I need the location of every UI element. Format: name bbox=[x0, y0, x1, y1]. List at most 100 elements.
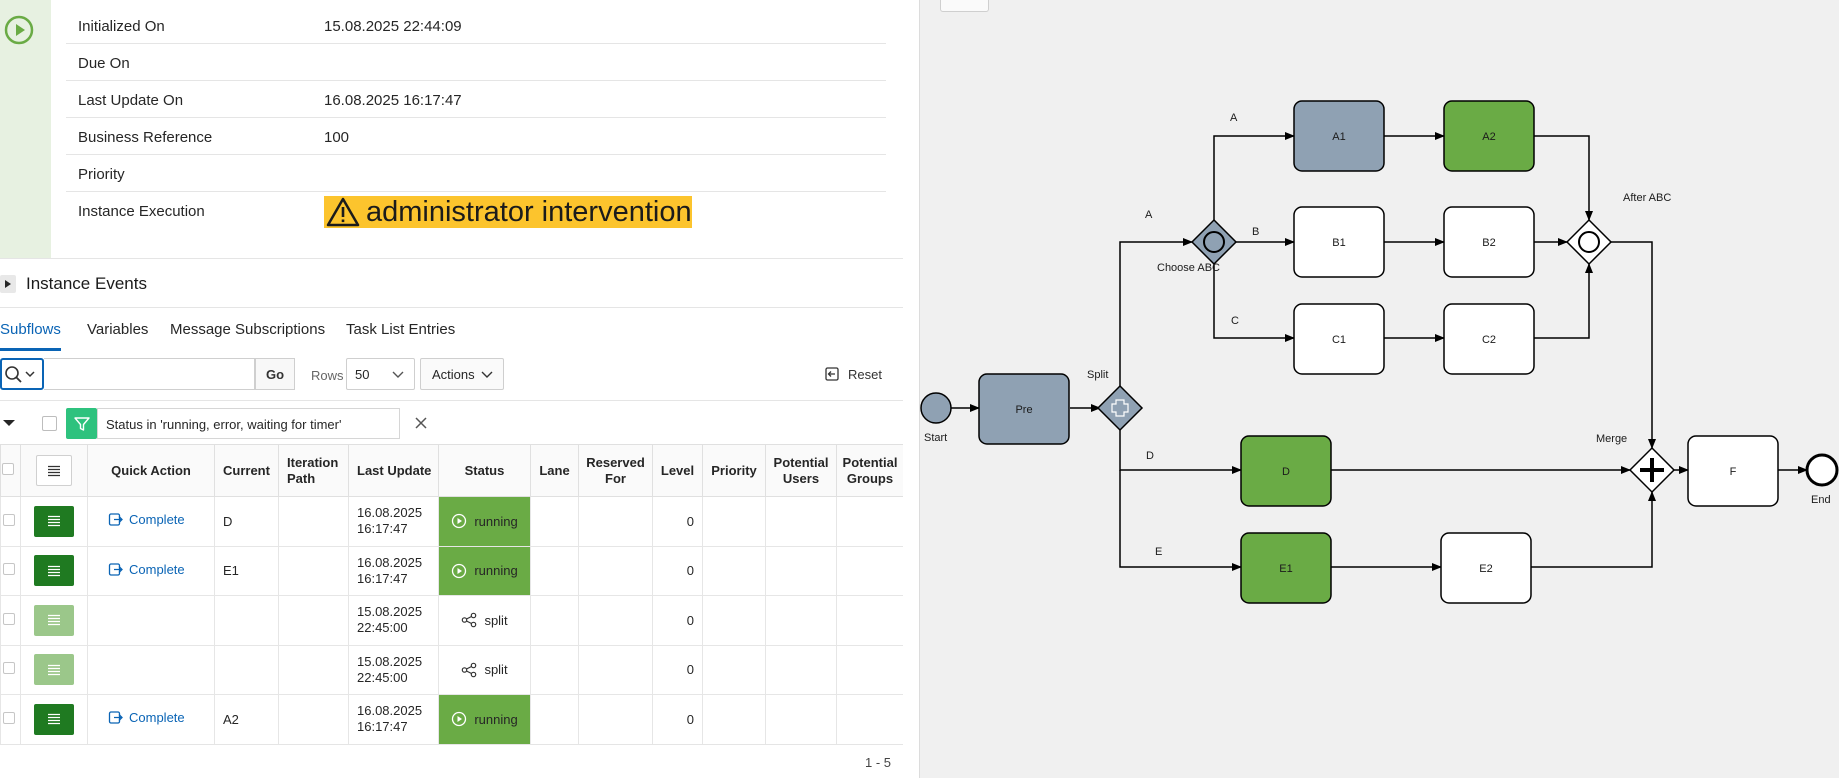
task-shape bbox=[1443, 303, 1535, 375]
label-choose-abc: Choose ABC bbox=[1157, 262, 1220, 274]
row-select-cell[interactable] bbox=[0, 595, 21, 646]
col-potential-groups[interactable]: Potential Groups bbox=[836, 444, 904, 497]
filter-enable-checkbox[interactable] bbox=[42, 416, 57, 431]
row-checkbox[interactable] bbox=[3, 513, 15, 526]
task-a2[interactable]: A2 bbox=[1443, 100, 1535, 172]
gateway-after-abc[interactable] bbox=[1565, 218, 1613, 266]
quick-action-cell bbox=[87, 644, 215, 695]
actions-menu-button[interactable]: Actions bbox=[420, 358, 504, 390]
col-reserved-for[interactable]: Reserved For bbox=[578, 444, 653, 497]
filter-row: Status in 'running, error, waiting for t… bbox=[0, 400, 903, 444]
row-checkbox[interactable] bbox=[3, 612, 15, 625]
potential-users-cell bbox=[765, 545, 837, 596]
search-column-select[interactable] bbox=[0, 358, 44, 390]
caret-down-icon[interactable] bbox=[0, 414, 18, 432]
col-lane[interactable]: Lane bbox=[530, 444, 579, 497]
column-menu-button[interactable] bbox=[36, 455, 72, 486]
row-checkbox[interactable] bbox=[3, 563, 15, 576]
row-menu-button[interactable] bbox=[34, 703, 74, 735]
quick-action-cell bbox=[87, 595, 215, 646]
filter-description[interactable]: Status in 'running, error, waiting for t… bbox=[97, 408, 400, 439]
close-icon[interactable] bbox=[412, 414, 430, 432]
task-b2[interactable]: B2 bbox=[1443, 206, 1535, 278]
col-last-update[interactable]: Last Update bbox=[348, 444, 439, 497]
pagination-range: 1 - 5 bbox=[864, 755, 891, 770]
select-all-header[interactable] bbox=[0, 444, 21, 497]
complete-link[interactable]: Complete bbox=[108, 562, 185, 577]
rows-per-page-select[interactable]: 50 bbox=[346, 358, 415, 390]
col-current[interactable]: Current bbox=[214, 444, 279, 497]
row-menu-button[interactable] bbox=[34, 604, 74, 636]
row-select-cell[interactable] bbox=[0, 545, 21, 596]
col-iteration-path[interactable]: Iteration Path bbox=[278, 444, 349, 497]
gateway-split[interactable] bbox=[1096, 384, 1144, 432]
lane-cell bbox=[530, 496, 579, 547]
col-quick-action[interactable]: Quick Action bbox=[87, 444, 215, 497]
row-checkbox[interactable] bbox=[3, 711, 15, 724]
potential-groups-cell bbox=[836, 595, 904, 646]
start-event[interactable] bbox=[920, 392, 952, 424]
actions-label: Actions bbox=[432, 367, 475, 382]
task-b1[interactable]: B1 bbox=[1293, 206, 1385, 278]
gateway-choose-abc[interactable] bbox=[1190, 218, 1238, 266]
col-status[interactable]: Status bbox=[438, 444, 531, 497]
complete-label: Complete bbox=[129, 512, 185, 528]
splitter[interactable] bbox=[903, 0, 920, 778]
potential-users-cell bbox=[765, 694, 837, 745]
search-input[interactable] bbox=[44, 358, 255, 390]
complete-link[interactable]: Complete bbox=[108, 512, 185, 527]
menu-header[interactable] bbox=[20, 444, 88, 497]
gateway-merge[interactable] bbox=[1628, 446, 1676, 494]
col-level[interactable]: Level bbox=[652, 444, 703, 497]
complete-link[interactable]: Complete bbox=[108, 710, 185, 725]
label-flow-e: E bbox=[1155, 546, 1162, 558]
row-menu-button[interactable] bbox=[34, 654, 74, 686]
status-text: running bbox=[474, 711, 518, 727]
task-e2[interactable]: E2 bbox=[1440, 532, 1532, 604]
task-shape bbox=[978, 373, 1070, 445]
select-all-checkbox[interactable] bbox=[1, 462, 14, 475]
col-priority[interactable]: Priority bbox=[702, 444, 766, 497]
tab-message-subscriptions[interactable]: Message Subscriptions bbox=[170, 321, 326, 338]
current-cell: D bbox=[214, 496, 279, 547]
row-select-cell[interactable] bbox=[0, 496, 21, 547]
lane-cell bbox=[530, 694, 579, 745]
row-checkbox[interactable] bbox=[3, 662, 15, 675]
task-label: E1 bbox=[1279, 563, 1292, 575]
tab-variables[interactable]: Variables bbox=[87, 321, 149, 338]
task-shape bbox=[1440, 532, 1532, 604]
region-tabs: Subflows Variables Message Subscriptions… bbox=[0, 312, 903, 351]
label-merge: Merge bbox=[1596, 433, 1627, 445]
row-menu-button[interactable] bbox=[34, 505, 74, 537]
task-pre[interactable]: Pre bbox=[978, 373, 1070, 445]
tab-subflows[interactable]: Subflows bbox=[0, 321, 61, 351]
last-update-cell: 16.08.2025 16:17:47 bbox=[348, 545, 439, 596]
iteration-path-cell bbox=[278, 496, 349, 547]
tab-task-list-entries[interactable]: Task List Entries bbox=[346, 321, 456, 338]
filter-badge[interactable] bbox=[66, 408, 97, 439]
expand-toggle[interactable] bbox=[0, 275, 16, 293]
task-c1[interactable]: C1 bbox=[1293, 303, 1385, 375]
task-shape bbox=[1443, 206, 1535, 278]
end-event[interactable] bbox=[1805, 453, 1839, 487]
complete-icon bbox=[108, 563, 123, 576]
col-potential-users[interactable]: Potential Users bbox=[765, 444, 837, 497]
task-a1[interactable]: A1 bbox=[1293, 100, 1385, 172]
diagram-toolbar-button[interactable] bbox=[940, 0, 989, 12]
reset-button[interactable]: Reset bbox=[824, 358, 894, 390]
task-d[interactable]: D bbox=[1240, 435, 1332, 507]
task-c2[interactable]: C2 bbox=[1443, 303, 1535, 375]
row-select-cell[interactable] bbox=[0, 694, 21, 745]
instance-events-header[interactable]: Instance Events bbox=[0, 258, 903, 308]
priority-cell bbox=[702, 644, 766, 695]
row-menu-button[interactable] bbox=[34, 555, 74, 587]
go-button[interactable]: Go bbox=[255, 358, 295, 390]
iteration-path-cell bbox=[278, 694, 349, 745]
task-e1[interactable]: E1 bbox=[1240, 532, 1332, 604]
parallel-gateway-icon bbox=[1111, 399, 1129, 417]
task-f[interactable]: F bbox=[1687, 435, 1779, 507]
row-select-cell[interactable] bbox=[0, 644, 21, 695]
